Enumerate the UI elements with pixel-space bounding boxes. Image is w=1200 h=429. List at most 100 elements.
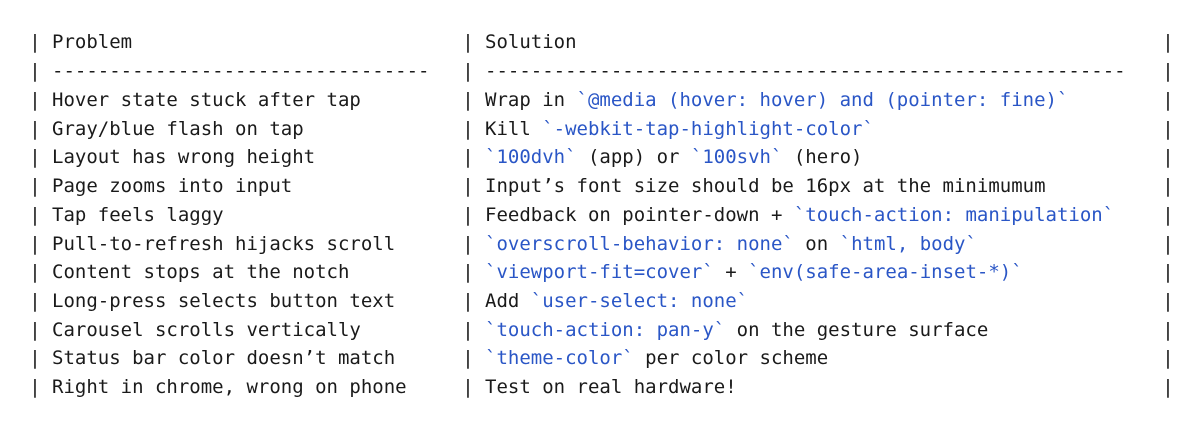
inline-code: `@media (hover: hover) and (pointer: fin… <box>576 89 1069 111</box>
problem-cell: Long-press selects button text <box>52 289 396 312</box>
column-divider: | <box>462 318 474 341</box>
inline-code: `html, body` <box>839 232 977 255</box>
problem-cell: Status bar color doesn’t match <box>52 347 396 370</box>
column-divider: | <box>462 60 474 82</box>
solution-cell: Feedback on pointer-down + `touch-action… <box>485 201 1114 229</box>
problem-cell: Layout has wrong height <box>52 146 316 169</box>
solution-text: (hero) <box>782 146 863 169</box>
header-solution: Solution <box>485 31 577 53</box>
inline-code: `touch-action: pan-y` <box>485 318 726 341</box>
table-row: | Carousel scrolls vertically | `touch-acti… <box>0 316 1200 344</box>
solution-cell: Add `user-select: none` <box>485 287 748 315</box>
column-divider: | <box>462 89 474 111</box>
column-divider: | <box>1162 289 1174 312</box>
solution-cell: `100dvh` (app) or `100svh` (hero) <box>485 143 863 171</box>
table-header-row: | Problem | Solution | <box>0 28 1200 56</box>
table-row: | Content stops at the notch | `viewport-fi… <box>0 258 1200 286</box>
solution-text: on <box>793 232 840 255</box>
inline-code: `user-select: none` <box>530 289 749 312</box>
problem-cell: Carousel scrolls vertically <box>52 318 361 341</box>
table-row: | Pull-to-refresh hijacks scroll | `overscr… <box>0 230 1200 258</box>
solution-text: (app) or <box>576 146 691 169</box>
column-divider: | <box>29 146 41 169</box>
column-divider: | <box>1162 261 1174 284</box>
column-divider: | <box>462 146 474 169</box>
column-divider: | <box>29 289 41 312</box>
solution-text: Wrap in <box>485 89 577 111</box>
column-divider: | <box>29 117 41 140</box>
column-divider: | <box>1162 60 1174 82</box>
separator-problem: --------------------------------- <box>52 60 430 82</box>
solution-cell: `viewport-fit=cover` + `env(safe-area-in… <box>485 258 1023 286</box>
table-row: | Right in chrome, wrong on phone | Test on… <box>0 373 1200 401</box>
column-divider: | <box>1162 175 1174 198</box>
column-divider: | <box>1162 203 1174 226</box>
solution-cell: `touch-action: pan-y` on the gesture sur… <box>485 316 988 344</box>
column-divider: | <box>462 289 474 312</box>
inline-code: `theme-color` <box>485 347 634 370</box>
solution-text: + <box>713 261 749 284</box>
table-row: | Gray/blue flash on tap | Kill `-webkit-ta… <box>0 115 1200 143</box>
solution-cell: Input’s font size should be 16px at the … <box>485 172 1046 200</box>
column-divider: | <box>462 117 474 140</box>
column-divider: | <box>1162 117 1174 140</box>
problem-cell: Right in chrome, wrong on phone <box>52 376 407 398</box>
column-divider: | <box>1162 146 1174 169</box>
solution-cell: `overscroll-behavior: none` on `html, bo… <box>485 230 977 258</box>
column-divider: | <box>29 376 41 398</box>
column-divider: | <box>462 203 474 226</box>
column-divider: | <box>462 175 474 198</box>
solution-text: Feedback on pointer-down + <box>485 203 794 226</box>
table-row: | Hover state stuck after tap | Wrap in `@m… <box>0 86 1200 114</box>
column-divider: | <box>1162 89 1174 111</box>
solution-cell: Wrap in `@media (hover: hover) and (poin… <box>485 86 1068 114</box>
problem-cell: Pull-to-refresh hijacks scroll <box>52 232 396 255</box>
solution-text: Input’s font size should be 16px at the … <box>485 175 1046 198</box>
inline-code: `viewport-fit=cover` <box>485 261 714 284</box>
column-divider: | <box>1162 232 1174 255</box>
column-divider: | <box>462 376 474 398</box>
column-divider: | <box>29 89 41 111</box>
table-row: | Layout has wrong height | `100dvh` (app) … <box>0 143 1200 171</box>
column-divider: | <box>462 31 474 53</box>
solution-cell: `theme-color` per color scheme <box>485 344 828 372</box>
solution-text: Test on real hardware! <box>485 376 737 398</box>
column-divider: | <box>29 31 41 53</box>
column-divider: | <box>1162 318 1174 341</box>
inline-code: `overscroll-behavior: none` <box>485 232 794 255</box>
column-divider: | <box>29 232 41 255</box>
separator-solution: ----------------------------------------… <box>485 60 1126 82</box>
solution-cell: Test on real hardware! <box>485 373 737 401</box>
solution-text: Add <box>485 289 531 312</box>
inline-code: `env(safe-area-inset-*)` <box>748 261 1023 284</box>
problem-cell: Gray/blue flash on tap <box>52 117 304 140</box>
column-divider: | <box>29 347 41 370</box>
inline-code: `-webkit-tap-highlight-color` <box>542 117 874 140</box>
problem-cell: Page zooms into input <box>52 175 293 198</box>
column-divider: | <box>1162 347 1174 370</box>
column-divider: | <box>462 347 474 370</box>
solution-cell: Kill `-webkit-tap-highlight-color` <box>485 115 874 143</box>
table-row: | Page zooms into input | Input’s font size… <box>0 172 1200 200</box>
inline-code: `100svh` <box>690 146 783 169</box>
problem-cell: Tap feels laggy <box>52 203 224 226</box>
column-divider: | <box>29 175 41 198</box>
column-divider: | <box>462 232 474 255</box>
solution-text: Kill <box>485 117 543 140</box>
table-row: | Status bar color doesn’t match | `theme-c… <box>0 344 1200 372</box>
column-divider: | <box>29 203 41 226</box>
problem-cell: Content stops at the notch <box>52 261 350 284</box>
solution-text: per color scheme <box>633 347 829 370</box>
table-row: | Tap feels laggy | Feedback on pointer-dow… <box>0 201 1200 229</box>
table-separator-row: | --------------------------------- | --… <box>0 57 1200 85</box>
table-row: | Long-press selects button text | Add `use… <box>0 287 1200 315</box>
column-divider: | <box>1162 376 1174 398</box>
header-problem: Problem <box>52 31 133 53</box>
problem-cell: Hover state stuck after tap <box>52 89 361 111</box>
column-divider: | <box>29 261 41 284</box>
inline-code: `touch-action: manipulation` <box>793 203 1115 226</box>
column-divider: | <box>29 60 41 82</box>
column-divider: | <box>29 318 41 341</box>
solution-text: on the gesture surface <box>725 318 989 341</box>
inline-code: `100dvh` <box>485 146 577 169</box>
